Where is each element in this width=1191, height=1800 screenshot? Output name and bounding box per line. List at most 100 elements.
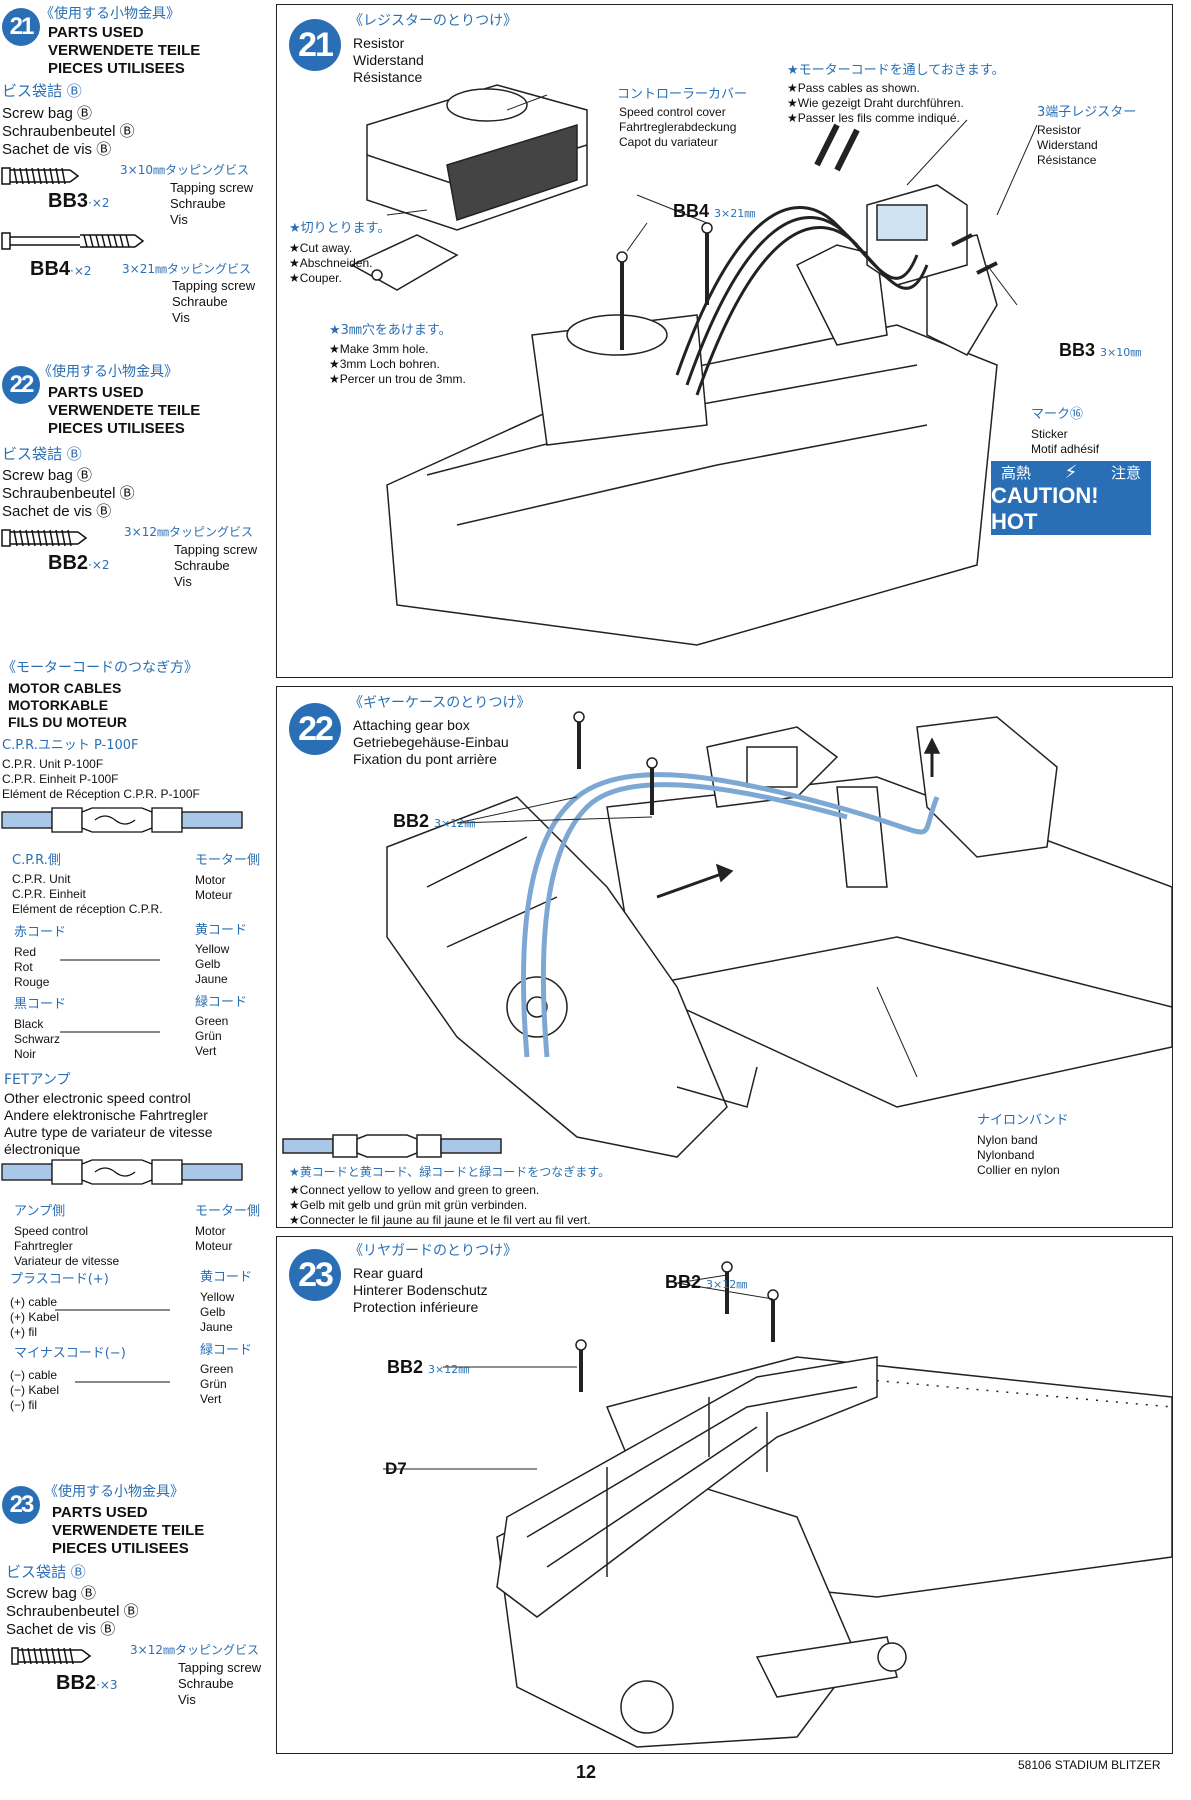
parts-title-jp: 《使用する小物金具》	[44, 1484, 184, 1500]
screw-bb4-spec: 3×21㎜タッピングビス	[122, 262, 251, 276]
step-22-illustration	[282, 711, 1172, 1158]
cover-label-jp: コントローラーカバー	[617, 87, 748, 102]
bb4-callout: BB4 3×21㎜	[673, 201, 756, 221]
yellow-cable-jp: 黄コード	[195, 923, 248, 938]
screw-icons-22	[1, 529, 88, 547]
cpr-connector-icon	[1, 807, 243, 833]
screw-bb3-spec: 3×10㎜タッピングビス	[120, 163, 249, 177]
screw-bb2-code: BB2·×2	[48, 552, 110, 574]
green2-cable-jp: 緑コード	[200, 1343, 253, 1358]
cut-away-jp: ★切りとります。	[289, 221, 391, 236]
pass-cables-note: ★Pass cables as shown.★Wie gezeigt Draht…	[787, 81, 964, 125]
motor-side2-jp: モーター側	[195, 1204, 261, 1219]
step-22-parts-number: 22	[2, 366, 40, 404]
plus-cable-label: (+) cable(+) Kabel(+) fil	[10, 1295, 60, 1339]
motor-side-jp: モーター側	[195, 853, 261, 868]
screw-bag-jp: ビス袋詰 Ⓑ	[2, 445, 82, 463]
cpr-side-jp: C.P.R.側	[12, 853, 61, 868]
motor-cables-title-jp: 《モーターコードのつなぎ方》	[2, 660, 198, 676]
minus-cable-jp: マイナスコード(−)	[14, 1346, 126, 1361]
screw-icons-23	[11, 1647, 92, 1665]
screw-icons-21	[1, 167, 145, 250]
bb2-callout: BB2 3×12㎜	[393, 811, 476, 831]
bb3-callout: BB3 3×10㎜	[1059, 340, 1142, 360]
pass-cables-jp: ★モーターコードを通しておきます。	[787, 63, 1005, 78]
cut-away-note: ★Cut away.★Abschneiden.★Couper.	[289, 241, 373, 285]
d7-label: D7	[385, 1459, 407, 1478]
step-23-illustration	[383, 1261, 1172, 1748]
connect-note-jp: ★黄コードと黄コード、緑コードと緑コードをつなぎます。	[289, 1165, 611, 1179]
step-21-parts-number: 21	[2, 8, 40, 46]
step-21-number: 21	[289, 19, 341, 71]
step-23-title-jp: 《リヤガードのとりつけ》	[349, 1243, 518, 1259]
step-23-parts-number: 23	[2, 1486, 40, 1524]
connect-note: ★Connect yellow to yellow and green to g…	[289, 1183, 591, 1227]
nylon-band-jp: ナイロンバンド	[977, 1113, 1069, 1128]
yellow2-cable-jp: 黄コード	[200, 1270, 253, 1285]
fet-amp-jp: FETアンプ	[4, 1072, 71, 1088]
screw-bb3-icon	[1, 167, 80, 185]
screw-bb4-code: BB4·×2	[30, 258, 92, 280]
screw-bb2-icon	[1, 529, 88, 547]
leader-lines	[55, 959, 170, 1383]
parts-title-jp: 《使用する小物金具》	[40, 6, 180, 22]
bb2-callout-top: BB2 3×12㎜	[665, 1272, 748, 1292]
rear-tower	[795, 244, 888, 346]
caution-jp-left: 高熱	[1001, 463, 1032, 482]
minus-cable-label: (−) cable(−) Kabel(−) fil	[10, 1368, 60, 1412]
step-22-title-jp: 《ギヤーケースのとりつけ》	[349, 695, 531, 711]
screw-bb2-spec: 3×12㎜タッピングビス	[124, 525, 253, 539]
step-22-number: 22	[289, 703, 341, 755]
green-cable-jp: 緑コード	[195, 995, 248, 1010]
screw-bb2-icon	[11, 1647, 92, 1665]
make-hole-note: ★Make 3mm hole.★3mm Loch bohren.★Percer …	[329, 342, 466, 386]
caution-jp-right: 注意	[1110, 463, 1141, 482]
connector-diagrams	[1, 807, 243, 1383]
screw-bag-jp: ビス袋詰 Ⓑ	[2, 82, 82, 100]
caution-hot-sticker: 高熱 ⚡ 注意 CAUTION! HOT	[991, 461, 1151, 535]
screw-bb3-code: BB3·×2	[48, 190, 110, 212]
rear-guard	[496, 1356, 878, 1618]
product-code: 58106 STADIUM BLITZER	[1018, 1758, 1161, 1772]
bb2-callout-left: BB2 3×12㎜	[387, 1357, 470, 1377]
black-cable-jp: 黒コード	[14, 997, 67, 1012]
caution-en: CAUTION! HOT	[991, 482, 1099, 534]
screw-bb2-code: BB2·×3	[56, 1672, 118, 1694]
plus-cable-jp: プラスコード(+)	[10, 1272, 109, 1287]
screw-bag-jp: ビス袋詰 Ⓑ	[6, 1563, 86, 1581]
sticker-mark-jp: マーク⑯	[1031, 407, 1084, 422]
screw-bb2-spec: 3×12㎜タッピングビス	[130, 1643, 259, 1657]
page-number: 12	[576, 1762, 597, 1782]
fet-connector-icon	[1, 1159, 243, 1185]
lightning-icon: ⚡	[1064, 461, 1078, 483]
